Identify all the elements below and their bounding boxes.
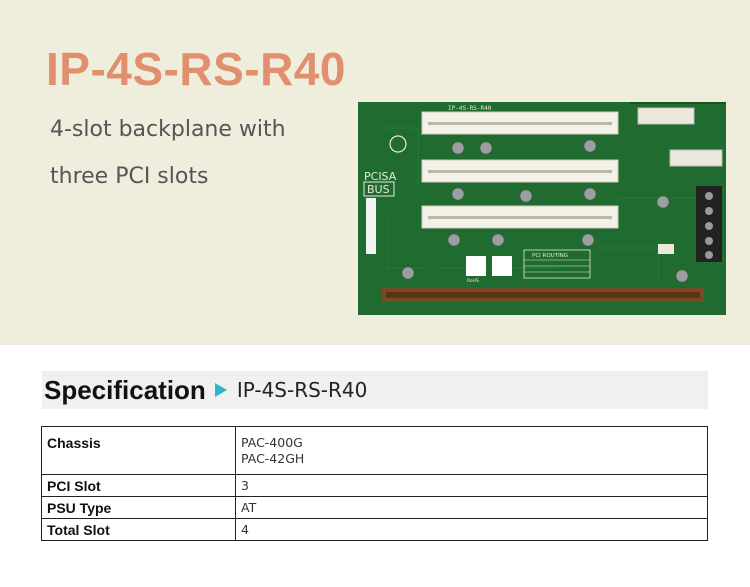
- spec-value-line: 4: [241, 522, 249, 537]
- serial-sticker: [366, 198, 376, 254]
- table-row: PCI Slot 3: [41, 474, 708, 497]
- isa-edge-connector: [382, 288, 704, 302]
- power-connector-2: [669, 149, 723, 167]
- table-row: Total Slot 4: [41, 518, 708, 541]
- spec-header: Specification IP-4S-RS-R40: [42, 371, 708, 409]
- spec-value-line: 3: [241, 478, 249, 493]
- table-row: PSU Type AT: [41, 496, 708, 519]
- spec-label: PCI Slot: [41, 474, 236, 497]
- bus-label-1: PCISA: [364, 170, 397, 183]
- description-line-1: 4-slot backplane with: [50, 117, 286, 142]
- pci-routing-table: PCI ROUTING: [523, 249, 591, 279]
- rohs-label: RoHS: [467, 278, 479, 284]
- jumper-block: [658, 244, 674, 254]
- spec-value-line: AT: [241, 500, 257, 515]
- spec-label: PSU Type: [41, 496, 236, 519]
- description-line-2: three PCI slots: [50, 164, 209, 189]
- product-description: 4-slot backplane with three PCI slots: [50, 106, 330, 200]
- spec-label: Chassis: [41, 426, 236, 475]
- bus-label-2: BUS: [367, 183, 390, 196]
- spec-value-line: PAC-42GH: [241, 451, 305, 466]
- power-connector-1: [637, 107, 695, 125]
- green-leaf-logo: [492, 256, 512, 276]
- table-row: Chassis PAC-400G PAC-42GH: [41, 426, 708, 475]
- pci-slot-2: [421, 159, 619, 183]
- routing-label: PCI ROUTING: [532, 253, 568, 259]
- terminal-block: [696, 186, 722, 262]
- spec-table: Chassis PAC-400G PAC-42GH PCI Slot 3 PSU…: [41, 426, 708, 541]
- spec-value: 4: [235, 518, 708, 541]
- spec-value-line: PAC-400G: [241, 435, 303, 450]
- spec-value: PAC-400G PAC-42GH: [235, 426, 708, 475]
- spec-label: Total Slot: [41, 518, 236, 541]
- board-badge: [389, 135, 407, 153]
- spec-value: AT: [235, 496, 708, 519]
- spec-model: IP-4S-RS-R40: [236, 378, 368, 402]
- pci-slot-1: [421, 111, 619, 135]
- pcb-right-notch: [630, 102, 726, 104]
- play-arrow-icon: [214, 383, 227, 397]
- backplane-board-image: IP-4S-RS-R40: [358, 102, 726, 315]
- capacitors: [401, 139, 689, 283]
- spec-title: Specification: [44, 374, 206, 405]
- product-title: IP-4S-RS-R40: [46, 43, 346, 95]
- product-hero: IP-4S-RS-R40 4-slot backplane with three…: [0, 0, 750, 345]
- spec-value: 3: [235, 474, 708, 497]
- rohs-logo: [466, 256, 486, 276]
- board-part-number: IP-4S-RS-R40: [448, 105, 492, 112]
- pci-slot-3: [421, 205, 619, 229]
